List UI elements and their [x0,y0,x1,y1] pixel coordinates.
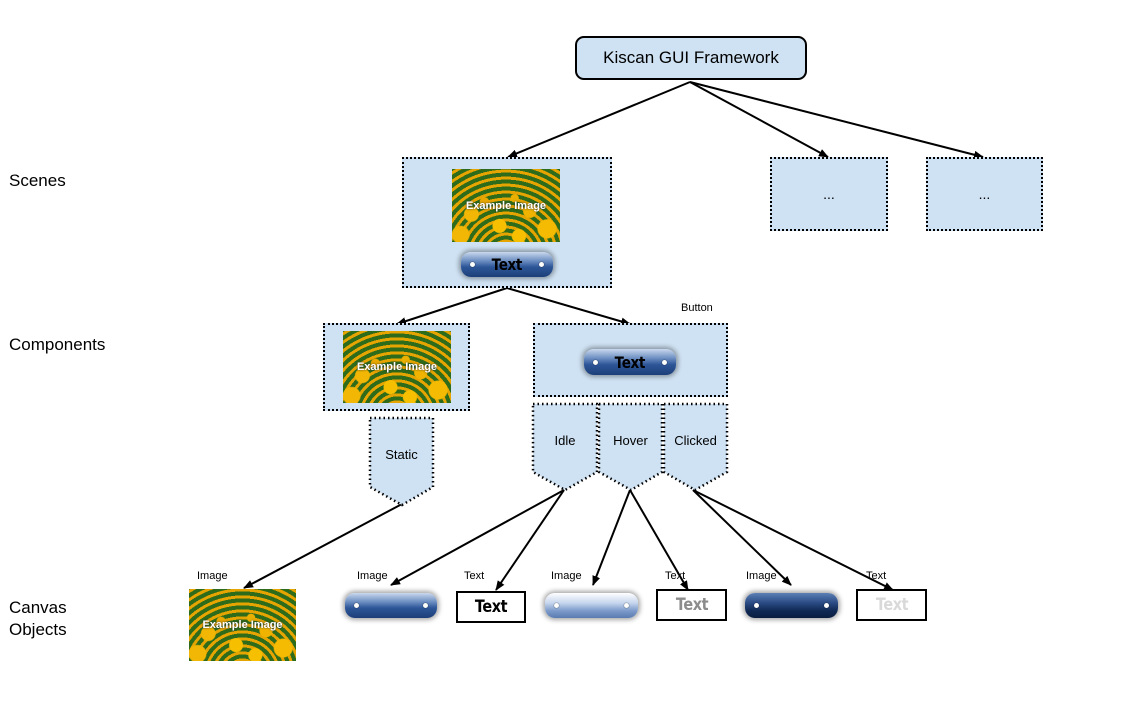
state-clicked-label: Clicked [674,433,717,448]
canvas-label-image-hover: Image [551,570,582,582]
canvas-label-text-idle: Text [464,570,485,582]
button-component-label: Button [681,302,713,314]
state-hover-shape [597,402,664,492]
canvas-button-image-clicked [745,593,838,618]
scene-text-button: Text [461,252,553,277]
canvas-example-image: Example Image [189,589,296,661]
edge-scene-image [396,287,508,326]
edge-root-scene1 [507,81,691,158]
canvas-text-hover: Text [656,589,727,621]
state-hover-label: Hover [613,433,648,448]
row-label-components: Components [9,335,106,354]
canvas-label-text-hover: Text [665,570,686,582]
scene-example-image: Example Image [452,169,560,242]
edge-root-scene3 [689,81,984,159]
canvas-label-text-clicked: Text [866,570,887,582]
edge-idle-image [390,489,565,586]
scene-node-placeholder-1: ... [770,157,888,231]
row-label-scenes: Scenes [9,171,66,190]
component-example-image: Example Image [343,331,451,403]
component-example-image-caption: Example Image [356,361,438,374]
root-label: Kiscan GUI Framework [603,48,779,67]
edge-idle-text [495,489,565,591]
canvas-text-clicked: Text [856,589,927,621]
edge-hover-image [592,489,631,586]
scene-example-image-caption: Example Image [465,199,547,212]
state-static-label: Static [385,447,418,462]
scene-node-placeholder-2: ... [926,157,1043,231]
scene-placeholder-1-label: ... [823,186,835,202]
canvas-label-image-static: Image [197,570,228,582]
scene-text-button-label: Text [491,255,523,274]
edge-scene-button [506,287,631,326]
canvas-text-idle-label: Text [474,597,508,617]
edge-root-scene2 [689,81,829,158]
state-idle-label: Idle [554,433,576,448]
canvas-button-image-idle [345,593,437,618]
canvas-label-image-clicked: Image [746,570,777,582]
canvas-text-idle: Text [456,591,526,623]
canvas-text-hover-label: Text [675,595,708,615]
state-static-shape [368,416,435,507]
edge-hover-text [629,489,689,591]
row-label-canvas-line2: Objects [9,620,67,639]
edge-clicked-image [692,489,792,586]
scene-placeholder-2-label: ... [978,186,991,202]
canvas-text-clicked-label: Text [875,595,908,615]
state-idle-shape [531,402,599,492]
canvas-label-image-idle: Image [357,570,388,582]
state-clicked-shape [662,402,729,492]
component-text-button: Text [584,349,676,375]
row-label-canvas-line1: Canvas [9,598,67,617]
edge-clicked-text [692,489,894,591]
canvas-example-image-caption: Example Image [202,619,283,632]
edge-static-image [243,503,403,589]
component-text-button-label: Text [614,352,646,372]
root-node: Kiscan GUI Framework [575,36,807,80]
canvas-button-image-hover [545,593,638,618]
